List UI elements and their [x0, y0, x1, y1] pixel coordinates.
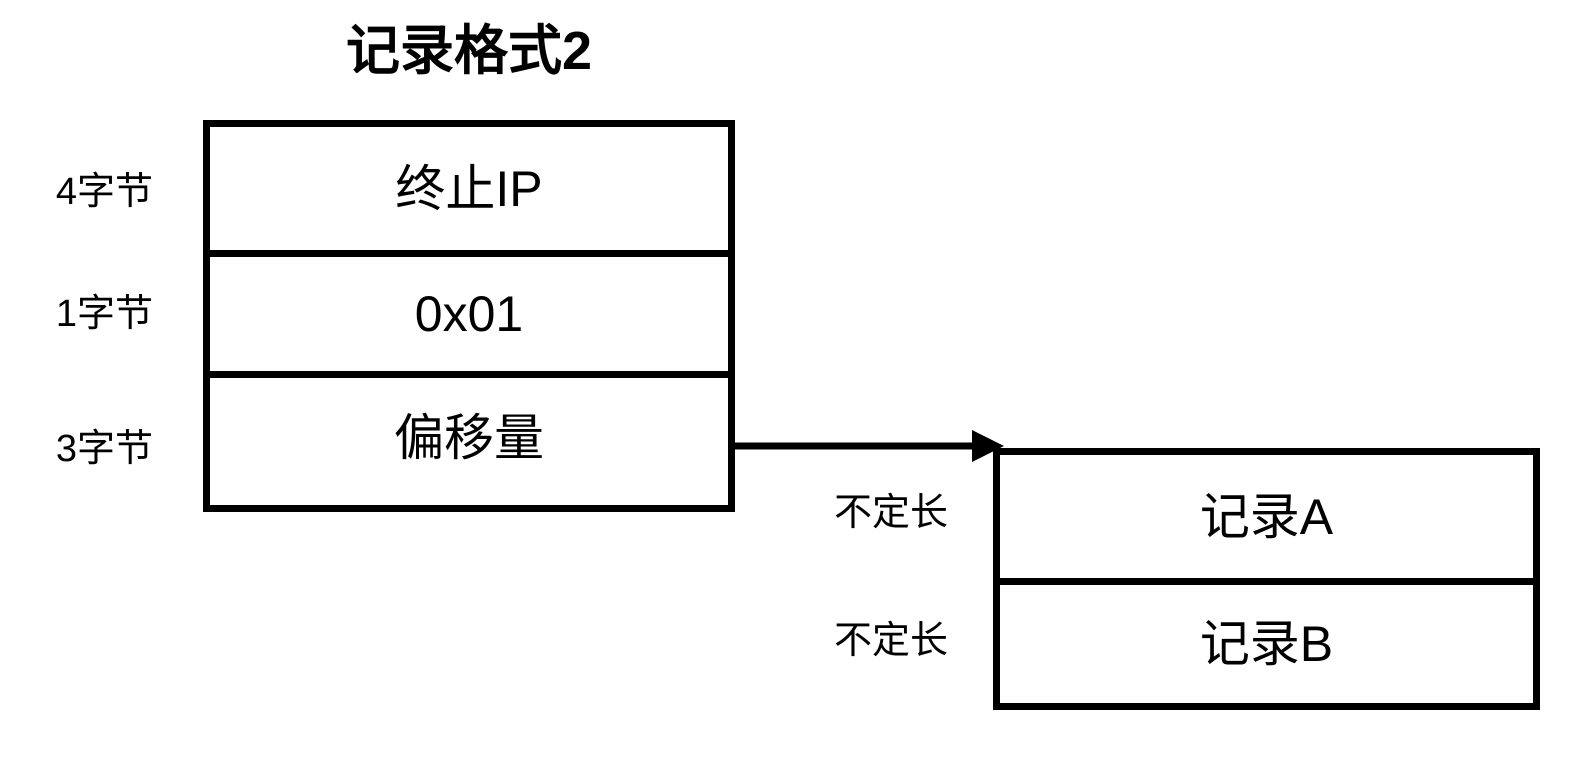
table-row-offset: 偏移量 [210, 371, 728, 498]
field-label-record-a: 记录A [1199, 488, 1334, 545]
record-format-table: 终止IP 0x01 偏移量 [203, 120, 735, 512]
size-label-record-b: 不定长 [833, 620, 948, 662]
size-label-field-1: 1字节 [55, 293, 154, 335]
table-row-terminal-ip: 终止IP [210, 127, 728, 250]
size-label-field-0: 4字节 [55, 171, 154, 213]
records-table: 记录A 记录B [993, 448, 1540, 710]
field-label-offset: 偏移量 [394, 410, 544, 466]
table-row-type-byte: 0x01 [210, 250, 728, 371]
field-label-record-b: 记录B [1199, 616, 1334, 672]
table-row-record-a: 记录A [1000, 455, 1533, 578]
table-row-record-b: 记录B [1000, 578, 1533, 703]
arrow-head [972, 430, 1004, 462]
page-title: 记录格式2 [345, 21, 593, 81]
size-label-record-a: 不定长 [833, 492, 948, 534]
size-label-field-2: 3字节 [55, 428, 154, 470]
field-label-terminal-ip: 终止IP [395, 160, 543, 217]
field-label-type-byte: 0x01 [414, 286, 524, 342]
offset-pointer-arrow-icon [732, 430, 1004, 462]
